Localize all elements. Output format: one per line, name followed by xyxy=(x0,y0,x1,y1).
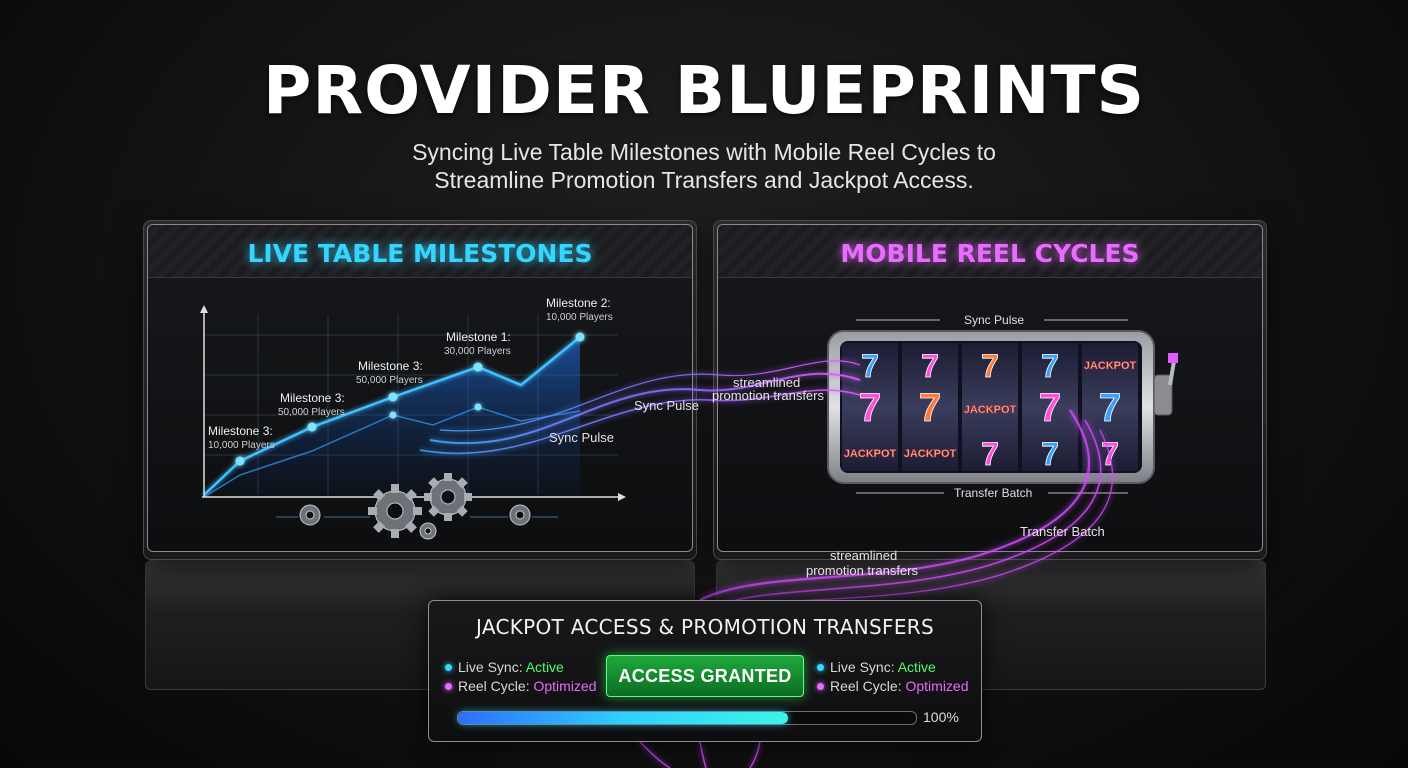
progress-label: 100% xyxy=(923,709,959,725)
milestone-point-3 xyxy=(388,392,398,402)
page-title: PROVIDER BLUEPRINTS xyxy=(262,52,1146,129)
jackpot-card-title: JACKPOT ACCESS & PROMOTION TRANSFERS xyxy=(476,615,934,639)
progress-bar xyxy=(457,711,917,725)
milestone-1-label: Milestone 3: xyxy=(208,424,273,438)
subtitle-line-2: Streamline Promotion Transfers and Jackp… xyxy=(434,167,974,193)
milestone-2-players: 50,000 Players xyxy=(278,407,345,418)
milestone-point-4 xyxy=(473,362,483,372)
milestone-5-players: 10,000 Players xyxy=(546,312,613,323)
status-dot-icon xyxy=(817,682,824,690)
subtitle-line-1: Syncing Live Table Milestones with Mobil… xyxy=(412,139,996,165)
x-axis-arrow xyxy=(618,493,626,501)
milestone-1-players: 10,000 Players xyxy=(208,440,275,451)
milestone-3-players: 50,000 Players xyxy=(356,375,423,386)
status-dot-icon xyxy=(445,682,452,690)
gear-icon xyxy=(299,504,321,526)
reel-symbol-seven: 7 xyxy=(1039,386,1061,430)
mobile-reel-title: MOBILE REEL CYCLES xyxy=(840,239,1140,268)
reel-symbol-seven: 7 xyxy=(921,348,939,384)
left-live-sync-stat: Live Sync: Active xyxy=(445,659,564,675)
reel-symbol-seven: 7 xyxy=(981,436,999,472)
reel-symbol-seven: 7 xyxy=(1041,348,1059,384)
reel-cycle-value: Optimized xyxy=(533,678,597,694)
left-reel-cycle-stat: Reel Cycle: Optimized xyxy=(445,678,597,694)
reel-symbol-seven: 7 xyxy=(861,348,879,384)
milestone-chart: Milestone 3: 10,000 Players Milestone 3:… xyxy=(200,296,626,540)
milestone-3-label: Milestone 3: xyxy=(358,359,423,373)
reel-symbol-jackpot: JACKPOT xyxy=(904,448,957,460)
jackpot-access-card: JACKPOT ACCESS & PROMOTION TRANSFERS Liv… xyxy=(428,600,982,742)
reel-symbol-seven: 7 xyxy=(981,348,999,384)
gear-icon xyxy=(419,522,437,540)
sync-pulse-label: Sync Pulse xyxy=(964,313,1024,327)
live-table-header: LIVE TABLE MILESTONES xyxy=(148,225,692,278)
reel-symbol-seven: 7 xyxy=(1041,436,1059,472)
reel-symbol-jackpot: JACKPOT xyxy=(964,404,1017,416)
milestone-point-5 xyxy=(575,332,585,342)
slot-lever xyxy=(1168,360,1176,386)
live-table-title: LIVE TABLE MILESTONES xyxy=(247,239,593,268)
live-sync-value: Active xyxy=(897,659,936,675)
status-dot-icon xyxy=(445,663,452,671)
mobile-reel-header: MOBILE REEL CYCLES xyxy=(718,225,1262,278)
right-live-sync-stat: Live Sync: Active xyxy=(817,659,936,675)
milestone-5-label: Milestone 2: xyxy=(546,296,611,310)
gear-icon xyxy=(509,504,531,526)
y-axis-arrow xyxy=(200,305,208,313)
reel-symbol-jackpot: JACKPOT xyxy=(844,448,897,460)
reel-symbol-seven: 7 xyxy=(1099,386,1121,430)
milestone-2-label: Milestone 3: xyxy=(280,391,345,405)
transfer-batch-label: Transfer Batch xyxy=(954,486,1032,500)
live-table-panel: LIVE TABLE MILESTONES xyxy=(147,224,693,552)
reel-symbol-seven: 7 xyxy=(859,386,881,430)
reel-symbol-seven: 7 xyxy=(919,386,941,430)
milestone-point-2 xyxy=(307,422,317,432)
milestone-4-players: 30,000 Players xyxy=(444,346,511,357)
live-sync-value: Active xyxy=(525,659,564,675)
slot-lever-base xyxy=(1153,374,1173,416)
right-reel-cycle-stat: Reel Cycle: Optimized xyxy=(817,678,969,694)
progress-fill xyxy=(458,712,788,724)
reel-symbol-seven: 7 xyxy=(1101,436,1119,472)
gear-icon xyxy=(368,484,422,538)
reel-cycle-value: Optimized xyxy=(905,678,969,694)
mobile-reel-panel: MOBILE REEL CYCLES Sync Pulse Transfer B… xyxy=(717,224,1263,552)
milestone-point-1 xyxy=(235,456,245,466)
slot-lever-knob xyxy=(1168,353,1178,363)
page-subtitle: Syncing Live Table Milestones with Mobil… xyxy=(0,138,1408,194)
milestone-4-label: Milestone 1: xyxy=(446,330,511,344)
gear-icon xyxy=(424,473,472,521)
reel-symbol-jackpot: JACKPOT xyxy=(1084,360,1137,372)
access-granted-button[interactable]: ACCESS GRANTED xyxy=(606,655,804,697)
status-dot-icon xyxy=(817,663,824,671)
